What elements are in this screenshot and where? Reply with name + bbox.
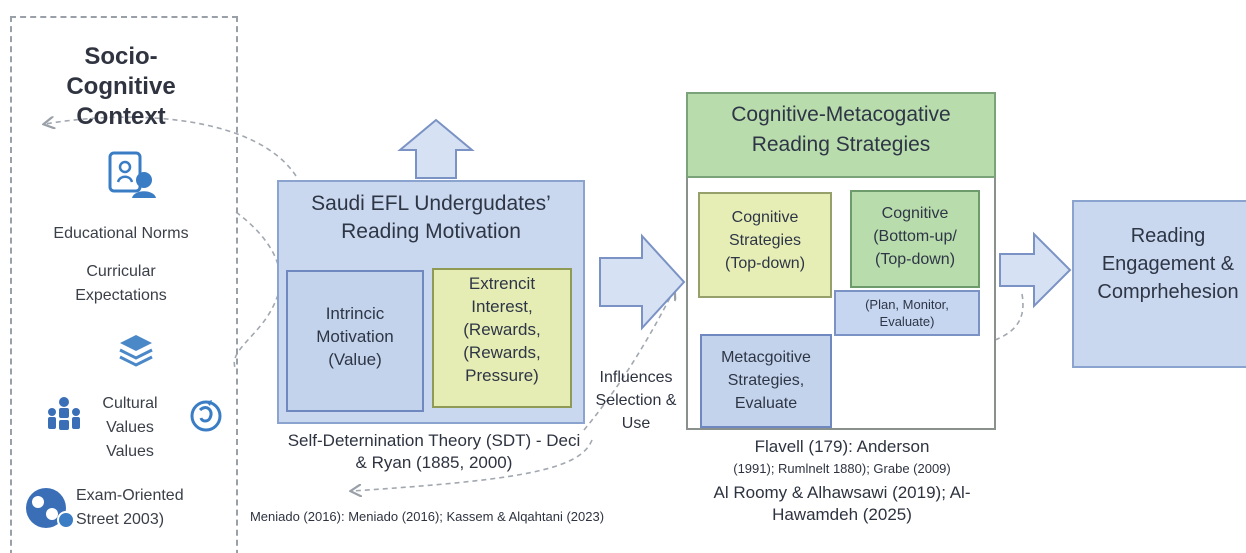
extrinsic-interest-label: Extrencit Interest, (Rewards, (Rewards, … <box>463 274 541 385</box>
certificate-icon <box>108 151 156 198</box>
motivation-title: Saudi EFL Undergudates’ Reading Motivati… <box>311 192 551 243</box>
strategies-citation-2: (1991); Rumlnelt 1880); Grabe (2009) <box>733 461 951 476</box>
people-group-icon <box>48 397 80 430</box>
strategies-header <box>686 92 996 178</box>
right-arrow-to-outcome <box>999 231 1072 309</box>
up-arrow <box>397 118 475 179</box>
context-curricular-expectations: Curricular Expectations <box>75 263 167 304</box>
context-exam-oriented: Exam-Oriented Street 2003) <box>76 487 184 528</box>
metacognitive-box <box>700 334 832 428</box>
strategies-citation-3: Al Roomy & Alhawsawi (2019); Al-Hawamdeh… <box>713 483 971 524</box>
intrinsic-motivation-box <box>286 270 424 412</box>
influences-label: Influences Selection & Use <box>595 369 677 432</box>
dashed-motivation-refs-arrow <box>352 439 593 491</box>
dashed-context-to-motivation-arrow <box>233 211 282 371</box>
cognitive-topdown-box <box>698 192 832 298</box>
reading-engagement-title: Reading Engagement & Comprhehesion <box>1097 225 1239 303</box>
plan-monitor-label: (Plan, Monitor, Evaluate) <box>865 297 949 329</box>
layers-icon <box>119 335 153 367</box>
dashed-feedback-context-arrow <box>45 117 297 177</box>
exam-globe-icon <box>26 488 75 529</box>
strategies-title: Cognitive-Metacogative Reading Strategie… <box>731 103 951 156</box>
context-title: Socio-Cognitive Context <box>66 43 176 130</box>
strategies-citation-1: Flavell (179): Anderson <box>754 437 930 456</box>
motivation-references: Meniado (2016): Meniado (2016); Kassem &… <box>249 509 605 524</box>
right-arrow-to-strategies <box>599 233 686 331</box>
context-panel <box>10 16 238 553</box>
cognitive-bottomup-label: Cognitive (Bottom-up/ (Top-down) <box>873 205 957 268</box>
plan-monitor-box <box>834 290 980 336</box>
context-educational-norms: Educational Norms <box>53 225 189 242</box>
cognitive-topdown-label: Cognitive Strategies (Top-down) <box>724 209 806 272</box>
cognitive-bottomup-box <box>850 190 980 288</box>
intrinsic-motivation-label: Intrincic Motivation (Value) <box>316 304 394 369</box>
dashed-influence-arrow <box>583 290 674 431</box>
cycle-icon <box>190 400 222 432</box>
sdt-citation: Self-Deternination Theory (SDT) - Deci &… <box>287 431 581 472</box>
context-cultural-values: Cultural Values Values <box>102 395 158 460</box>
reading-engagement-box <box>1072 200 1246 368</box>
metacognitive-label: Metacgoitive Strategies, Evaluate <box>721 349 811 412</box>
extrinsic-interest-box <box>432 268 572 408</box>
